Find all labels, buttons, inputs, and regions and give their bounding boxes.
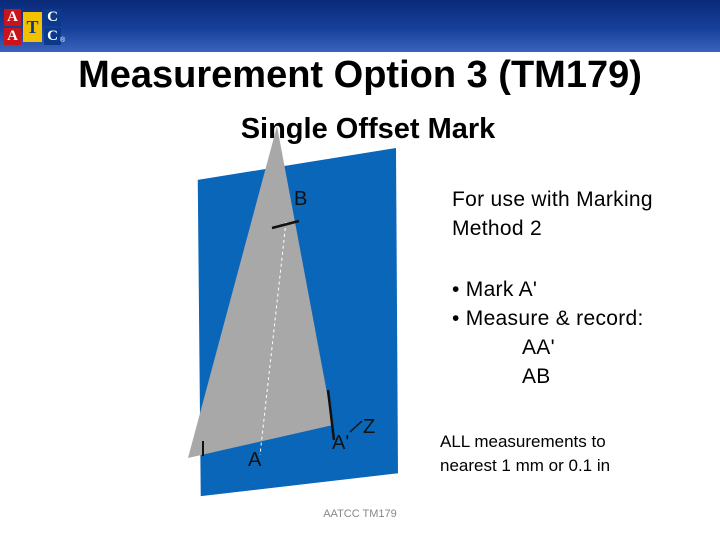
instruction-measure: • Measure & record: xyxy=(452,307,644,330)
note-line-2: nearest 1 mm or 0.1 in xyxy=(440,456,611,475)
logo-letter-a2: A xyxy=(7,28,18,44)
slide-subtitle: Single Offset Mark xyxy=(240,113,496,145)
label-a: A xyxy=(248,449,262,471)
instructions-list: • Mark A' • Measure & record: AA' AB xyxy=(452,275,644,391)
label-z: Z xyxy=(363,416,375,438)
measure-value-ab: AB xyxy=(522,365,551,388)
triangle-template xyxy=(188,126,333,458)
usage-line-1: For use with Marking xyxy=(452,188,653,211)
slide-title: Measurement Option 3 (TM179) xyxy=(78,54,642,96)
logo-letter-a1: A xyxy=(7,9,18,25)
mark-b xyxy=(271,219,300,230)
label-a-prime: A' xyxy=(332,432,349,454)
label-b: B xyxy=(294,188,307,210)
precision-note: ALL measurements to nearest 1 mm or 0.1 … xyxy=(440,430,610,478)
registered-mark: ® xyxy=(60,37,66,44)
usage-line-2: Method 2 xyxy=(452,217,542,240)
measure-value-aa: AA' xyxy=(522,336,555,359)
footer-label: AATCC TM179 xyxy=(323,508,397,520)
logo-letter-t: T xyxy=(26,17,39,37)
mark-a-prime xyxy=(326,389,336,441)
pointer-z xyxy=(349,420,363,433)
logo-graphic xyxy=(4,9,61,45)
logo-letter-c1: C xyxy=(47,9,58,25)
usage-text: For use with Marking Method 2 xyxy=(452,185,653,243)
instruction-mark: • Mark A' xyxy=(452,278,538,301)
fabric-bottom-edge xyxy=(199,473,399,498)
note-line-1: ALL measurements to xyxy=(440,432,606,451)
aatcc-logo: A A T C C ® xyxy=(4,9,66,47)
header-bar: A A T C C ® xyxy=(0,0,720,52)
logo-letter-c2: C xyxy=(47,28,58,44)
